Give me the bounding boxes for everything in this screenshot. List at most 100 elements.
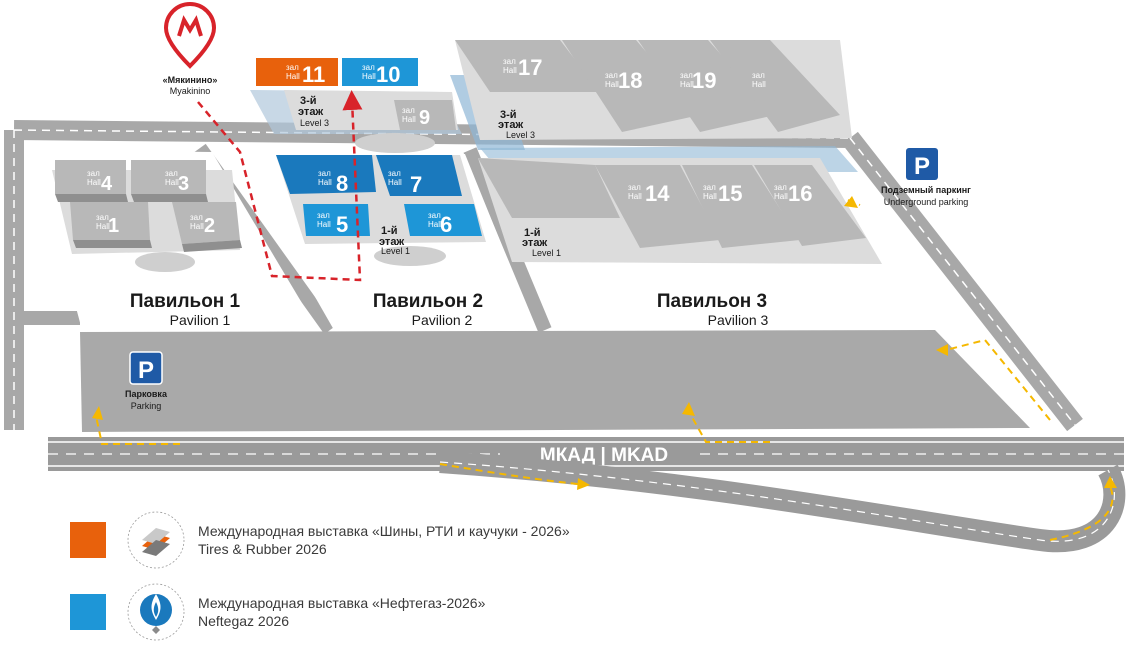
svg-text:зал: зал	[628, 183, 641, 192]
hall-10[interactable]: зал Hall 10	[342, 58, 418, 87]
hall-3[interactable]: зал Hall 3	[131, 160, 208, 202]
hall-5[interactable]: зал Hall 5	[303, 204, 370, 237]
hall-14[interactable]: зал Hall 15	[682, 165, 800, 248]
pavilion-2-building: 3-й этаж Level 3 зал Hall 11 зал Hall 10…	[250, 58, 486, 328]
svg-text:4: 4	[101, 173, 113, 195]
tires-title-en: Tires & Rubber 2026	[198, 541, 327, 557]
tires-rubber-logo	[127, 511, 185, 569]
svg-text:8: 8	[336, 171, 348, 196]
svg-text:зал: зал	[402, 106, 415, 115]
svg-text:зал: зал	[362, 63, 375, 72]
svg-text:зал: зал	[428, 211, 441, 220]
neftegaz-logo	[127, 583, 185, 641]
mkad-highway: МКАД | MKAD	[48, 437, 1126, 553]
svg-text:3: 3	[178, 173, 189, 195]
svg-text:9: 9	[419, 107, 430, 129]
hall-13[interactable]: зал Hall 14	[595, 165, 720, 248]
hall-17[interactable]: зал Hall 18	[562, 40, 700, 132]
svg-text:2: 2	[204, 215, 215, 237]
svg-text:зал: зал	[605, 71, 618, 80]
hall-1[interactable]: зал Hall 1	[70, 202, 152, 248]
svg-text:этаж: этаж	[379, 236, 404, 248]
svg-text:зал: зал	[317, 211, 330, 220]
svg-text:7: 7	[410, 172, 422, 197]
hall-7[interactable]: зал Hall 7	[376, 155, 462, 197]
svg-text:Hall: Hall	[96, 222, 110, 231]
svg-text:зал: зал	[286, 63, 299, 72]
level-1-label-p2: 1-й этаж Level 1	[379, 225, 410, 256]
svg-text:19: 19	[692, 68, 716, 93]
pavilion-3-title: Павильон 3	[657, 291, 767, 312]
hall-19[interactable]: зал Hall	[710, 40, 840, 132]
hall-18[interactable]: зал Hall 19	[638, 40, 775, 132]
pavilion-2-title: Павильон 2	[373, 291, 483, 312]
svg-text:зал: зал	[703, 183, 716, 192]
metro-station[interactable]: «Мякинино» Myakinino	[163, 2, 218, 96]
underground-parking-ru: Подземный паркинг	[881, 185, 971, 195]
hall-6[interactable]: зал Hall 6	[404, 204, 482, 237]
svg-text:зал: зал	[87, 169, 100, 178]
svg-text:15: 15	[718, 181, 742, 206]
svg-text:этаж: этаж	[498, 119, 523, 131]
svg-text:5: 5	[336, 212, 348, 237]
tires-title-ru: Международная выставка «Шины, РТИ и кауч…	[198, 523, 570, 539]
svg-text:1-й: 1-й	[524, 227, 541, 239]
traffic-arrowheads	[92, 196, 1117, 490]
mkad-label: МКАД | MKAD	[540, 445, 668, 466]
svg-text:18: 18	[618, 68, 642, 93]
hall-4[interactable]: зал Hall 4	[55, 160, 128, 202]
surface-parking-ru: Парковка	[125, 389, 168, 399]
svg-text:14: 14	[645, 181, 670, 206]
svg-text:Level 1: Level 1	[381, 246, 410, 256]
svg-text:6: 6	[440, 212, 452, 237]
tires-color-swatch	[70, 522, 106, 558]
hall-8[interactable]: зал Hall 8	[276, 155, 376, 196]
svg-text:Hall: Hall	[752, 80, 766, 89]
svg-text:этаж: этаж	[522, 237, 547, 249]
metro-name-ru: «Мякинино»	[163, 75, 218, 85]
svg-text:3-й: 3-й	[500, 109, 517, 121]
underground-parking-en: Underground parking	[884, 197, 969, 207]
pavilion-1-title: Павильон 1	[130, 291, 241, 312]
svg-text:Hall: Hall	[428, 220, 442, 229]
svg-text:11: 11	[302, 62, 325, 87]
svg-text:Hall: Hall	[362, 72, 376, 81]
hall-2[interactable]: зал Hall 2	[172, 202, 242, 252]
surface-parking-en: Parking	[131, 401, 162, 411]
svg-text:Hall: Hall	[605, 80, 619, 89]
svg-text:зал: зал	[165, 169, 178, 178]
svg-text:Hall: Hall	[165, 178, 179, 187]
svg-text:Level 3: Level 3	[300, 118, 329, 128]
svg-text:10: 10	[376, 62, 400, 87]
svg-text:Level 1: Level 1	[532, 248, 561, 258]
svg-text:этаж: этаж	[298, 106, 323, 118]
svg-text:Hall: Hall	[286, 72, 300, 81]
svg-text:Hall: Hall	[703, 192, 717, 201]
pavilion-1-building: зал Hall 4 зал Hall 3 зал Hall 1 зал Hal…	[52, 160, 242, 328]
svg-text:зал: зал	[388, 169, 401, 178]
svg-text:Hall: Hall	[318, 178, 332, 187]
pavilion-3-building: зал Hall 17 зал Hall 18 зал Hall 19 зал …	[450, 40, 882, 328]
neftegaz-title-ru: Международная выставка «Нефтегаз-2026»	[198, 595, 486, 611]
hall-15[interactable]: зал Hall 16	[754, 165, 866, 246]
svg-text:Hall: Hall	[190, 222, 204, 231]
hall-11[interactable]: зал Hall 11	[256, 58, 338, 87]
metro-icon	[163, 2, 217, 69]
svg-text:16: 16	[788, 181, 812, 206]
surface-parking[interactable]: P Парковка Parking	[125, 351, 168, 411]
svg-text:17: 17	[518, 55, 542, 80]
hall-16[interactable]: зал Hall 17	[455, 40, 600, 92]
svg-text:зал: зал	[503, 57, 516, 66]
svg-text:зал: зал	[190, 213, 203, 222]
svg-text:Hall: Hall	[628, 192, 642, 201]
hall-9[interactable]: зал Hall 9	[394, 100, 456, 130]
walking-route	[197, 90, 363, 282]
svg-text:Hall: Hall	[317, 220, 331, 229]
svg-text:Hall: Hall	[402, 115, 416, 124]
level-3-label-p2: 3-й этаж Level 3	[298, 95, 329, 128]
svg-text:зал: зал	[774, 183, 787, 192]
underground-parking[interactable]: P Подземный паркинг Underground parking	[881, 148, 971, 207]
svg-text:Hall: Hall	[388, 178, 402, 187]
metro-name-en: Myakinino	[170, 86, 211, 96]
parking-icon	[129, 351, 163, 385]
